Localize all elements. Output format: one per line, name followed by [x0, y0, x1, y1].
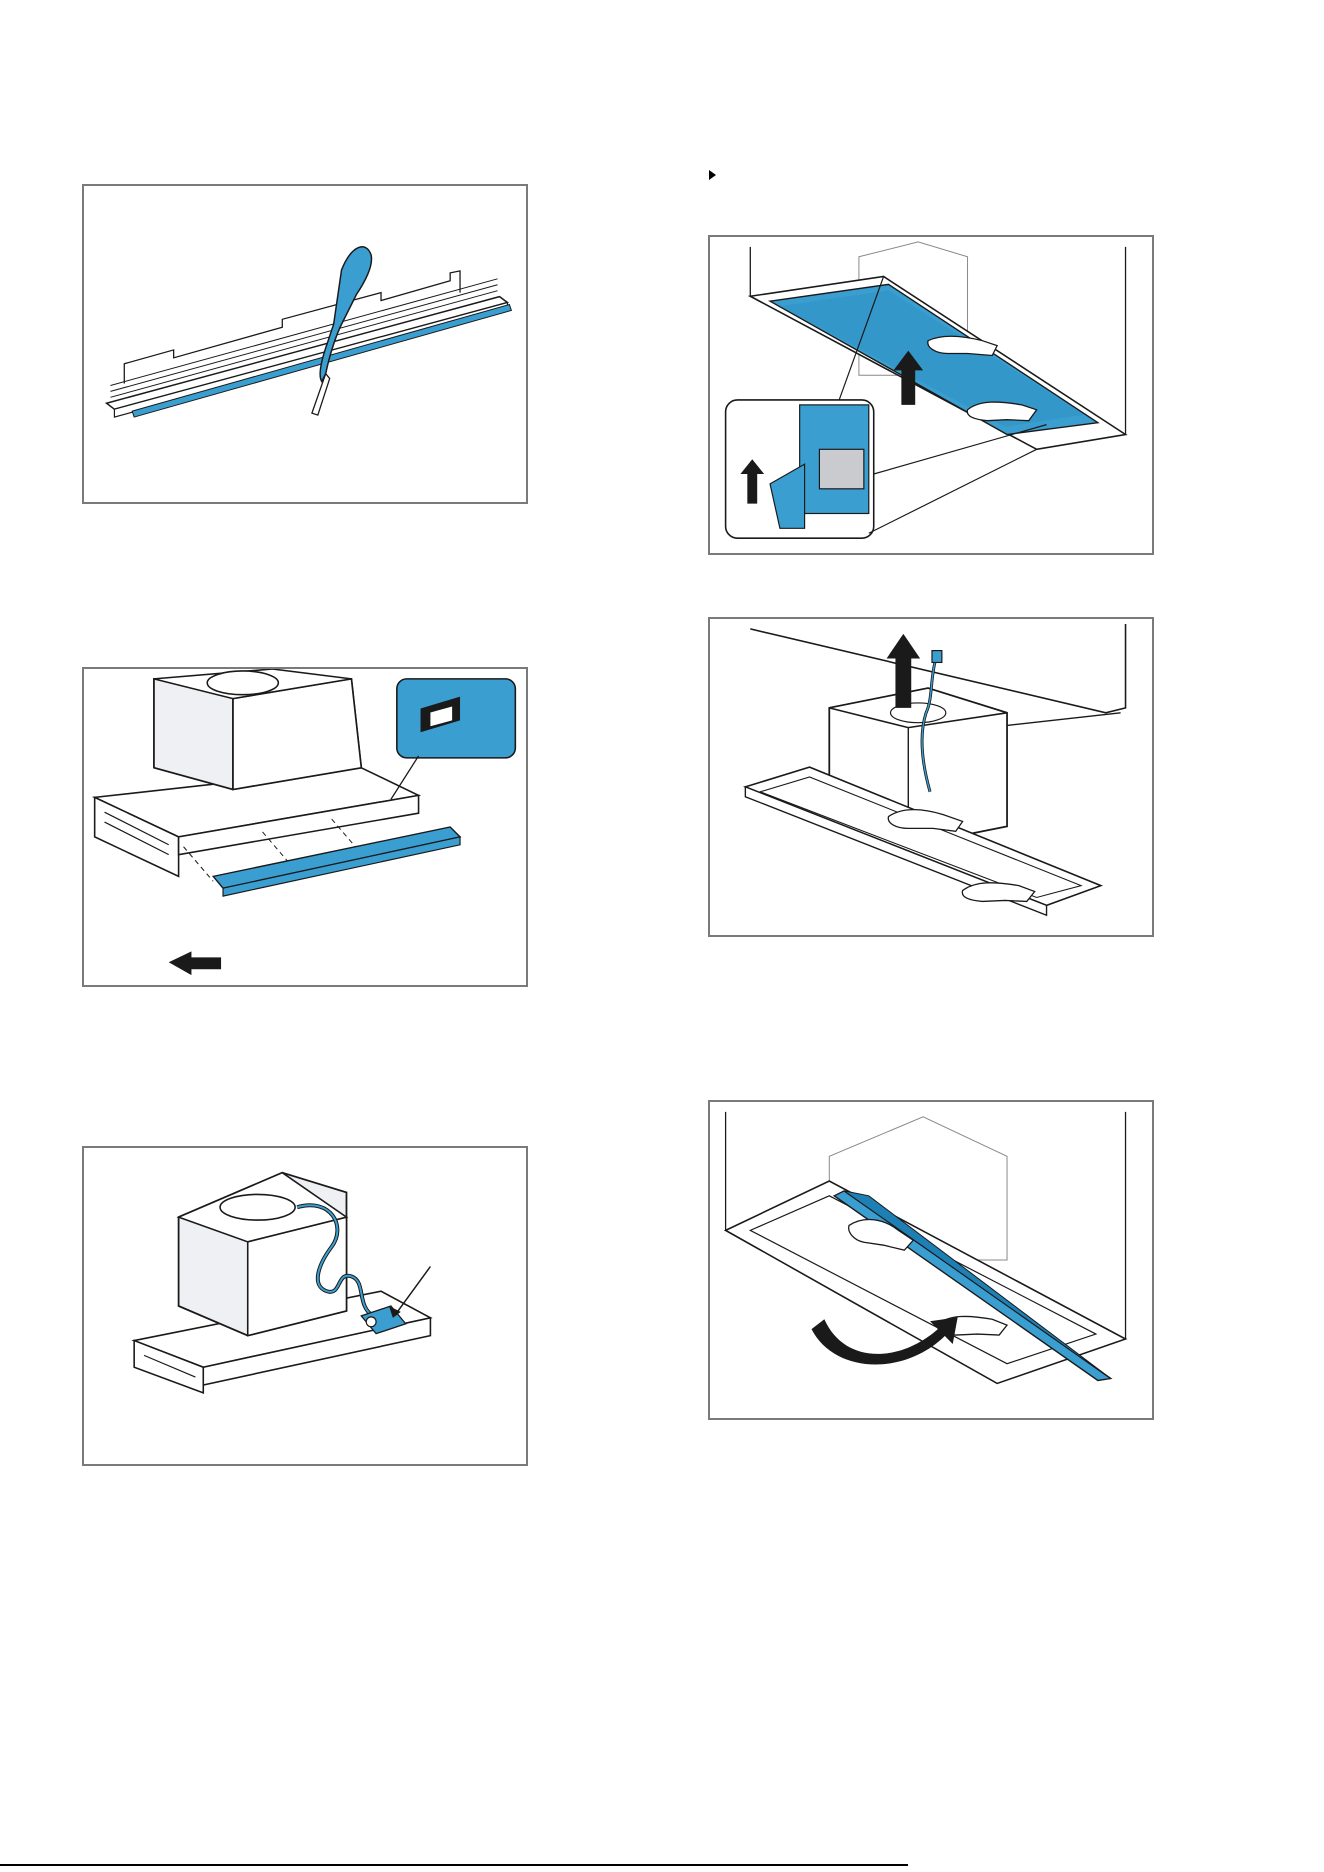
hood-cable-plug-icon: [84, 1148, 526, 1464]
footer-rule-segment: [888, 1864, 908, 1866]
figure-1-knife-cutting-strip: [82, 184, 528, 504]
figure-3-hood-cable: [82, 1146, 528, 1466]
insert-hood-into-ceiling-icon: [710, 619, 1152, 935]
knife-cutting-strip-icon: [84, 186, 526, 502]
step-bullet-icon: [709, 170, 716, 180]
figure-4-lift-panel: [708, 235, 1154, 555]
figure-2-attach-strip: [82, 667, 528, 987]
hood-attach-strip-icon: [84, 669, 526, 985]
close-filter-panel-icon: [710, 1102, 1152, 1418]
footer-rule: [0, 1864, 898, 1866]
figure-5-insert-hood: [708, 617, 1154, 937]
lift-panel-into-ceiling-icon: [710, 237, 1152, 553]
figure-6-close-panel: [708, 1100, 1154, 1420]
